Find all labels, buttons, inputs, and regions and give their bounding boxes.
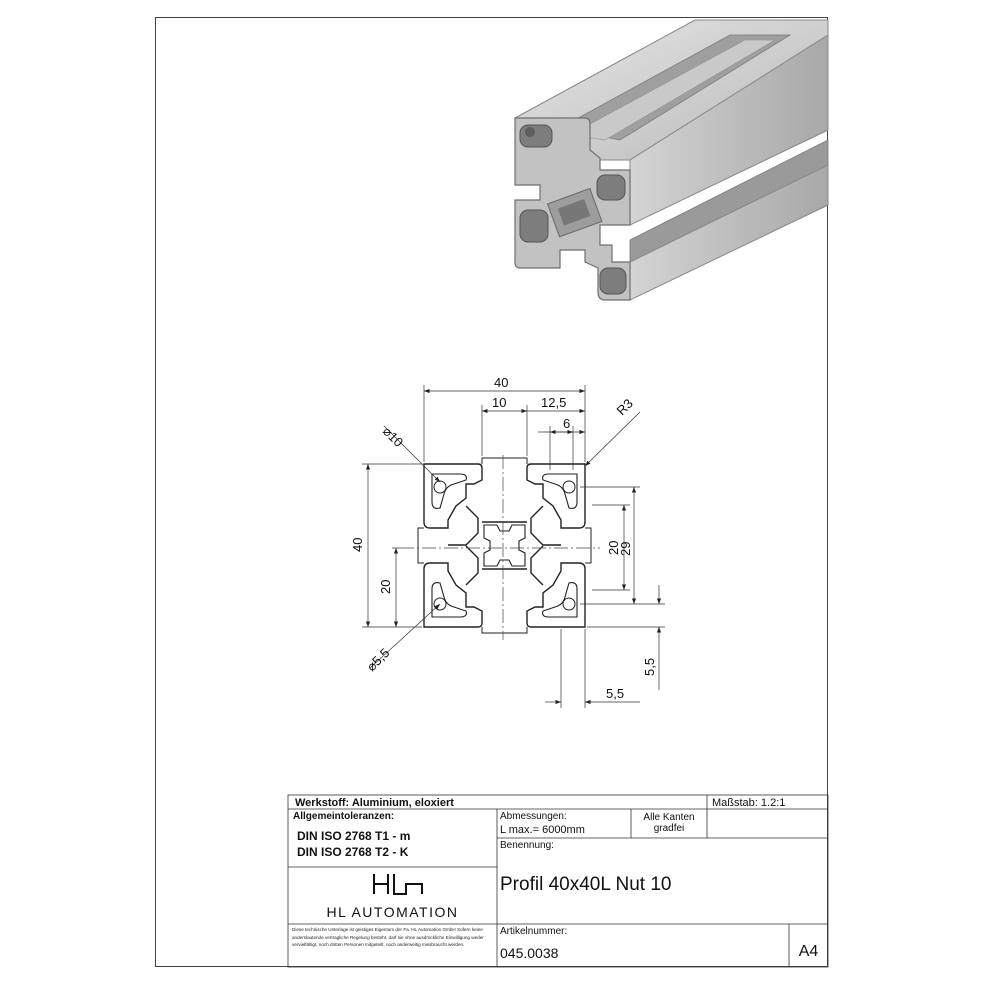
hl-automation-logo-icon — [373, 874, 423, 895]
dim-29: 29 — [618, 542, 633, 556]
tolerance-t2: DIN ISO 2768 T2 - K — [297, 845, 409, 859]
dim-40-top: 40 — [494, 375, 508, 390]
dimension-labels: 40 10 12,5 6 R3 ⌀10 40 20 20 29 ⌀5,5 5,5… — [350, 375, 657, 701]
dimensions-label: Abmessungen: — [500, 811, 567, 822]
dim-6: 6 — [563, 416, 570, 431]
dim-dia-5-5: ⌀5,5 — [364, 645, 393, 674]
edges-line-2: gradfei — [653, 823, 685, 834]
part-name: Profil 40x40L Nut 10 — [500, 874, 672, 895]
company-name: HL AUTOMATION — [326, 904, 459, 920]
dim-dia-10: ⌀10 — [380, 424, 406, 450]
tolerance-t1: DIN ISO 2768 T1 - m — [297, 829, 411, 843]
general-tolerances-label: Allgemeintoleranzen: — [293, 811, 395, 822]
name-label: Benennung: — [500, 840, 554, 851]
dim-40-left: 40 — [350, 538, 365, 552]
dimension-lines — [362, 385, 665, 708]
article-number-label: Artikelnummer: — [500, 926, 568, 937]
dim-10: 10 — [492, 395, 506, 410]
dim-12-5: 12,5 — [541, 395, 566, 410]
sheet-format: A4 — [798, 943, 819, 960]
drawing-sheet — [155, 17, 828, 967]
material-label: Werkstoff: Aluminium, eloxiert — [295, 797, 454, 809]
dim-20-left: 20 — [378, 580, 393, 594]
article-number: 045.0038 — [500, 945, 559, 961]
edges-line-1: Alle Kanten — [643, 812, 695, 823]
length-value: L max.= 6000mm — [500, 824, 585, 836]
dim-r3: R3 — [614, 396, 636, 418]
dim-5-5-horizontal: 5,5 — [606, 686, 624, 701]
profile-cross-section — [417, 457, 592, 634]
dim-5-5-vertical: 5,5 — [642, 658, 657, 676]
copyright-notice: Diese technische Unterlage ist geistiges… — [292, 927, 484, 947]
dim-20-right: 20 — [606, 541, 621, 555]
profile-3d-view — [514, 19, 829, 301]
center-lines — [400, 455, 600, 640]
title-block-grid — [287, 794, 829, 968]
scale-label: Maßstab: 1.2:1 — [712, 797, 786, 809]
